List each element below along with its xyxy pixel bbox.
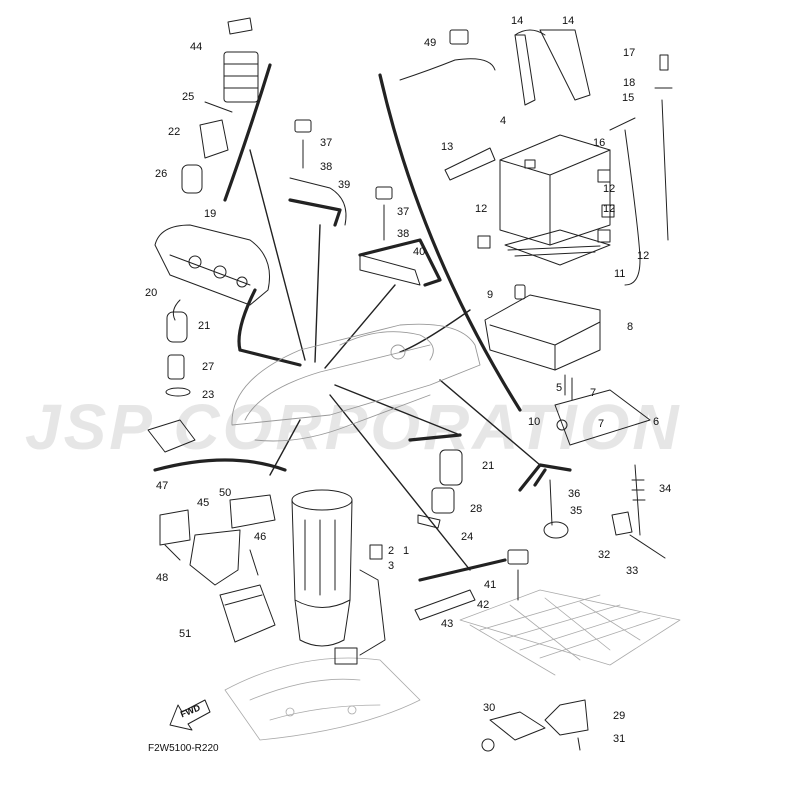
callout-42: 42: [477, 599, 489, 611]
fuel-pump: [291, 489, 386, 665]
callout-44: 44: [190, 41, 202, 53]
callout-20: 20: [145, 287, 157, 299]
callout-39: 39: [338, 179, 350, 191]
callout-4: 4: [500, 115, 506, 127]
callout-2: 2: [388, 545, 394, 557]
callout-12c: 12: [603, 203, 615, 215]
callout-40: 40: [413, 246, 425, 258]
callout-22: 22: [168, 126, 180, 138]
callout-14a: 14: [511, 15, 523, 27]
callout-29: 29: [613, 710, 625, 722]
callout-7a: 7: [590, 387, 596, 399]
callout-labels: 1 2 3 4 5 6 7 7 8 9 10 11 12 12 12 12 13…: [145, 15, 671, 745]
callout-23: 23: [202, 389, 214, 401]
callout-43: 43: [441, 618, 453, 630]
battery-box: [484, 284, 651, 446]
callout-30: 30: [483, 702, 495, 714]
callout-38a: 38: [320, 161, 332, 173]
filter-center: [417, 449, 463, 529]
callout-34: 34: [659, 483, 671, 495]
callout-27: 27: [202, 361, 214, 373]
callout-15: 15: [622, 92, 634, 104]
callout-9: 9: [487, 289, 493, 301]
callout-50: 50: [219, 487, 231, 499]
hull-bottom-grid: [459, 589, 681, 676]
callout-36: 36: [568, 488, 580, 500]
callout-37b: 37: [397, 206, 409, 218]
callout-21a: 21: [198, 320, 210, 332]
callout-48: 48: [156, 572, 168, 584]
lower-right-parts: [481, 699, 589, 752]
callout-18: 18: [623, 77, 635, 89]
callout-49: 49: [424, 37, 436, 49]
callout-12d: 12: [637, 250, 649, 262]
callout-21b: 21: [482, 460, 494, 472]
watermark: JSP CORPORATION: [25, 391, 682, 463]
callout-25: 25: [182, 91, 194, 103]
callout-13: 13: [441, 141, 453, 153]
center-strap-parts: [414, 549, 529, 621]
reference-code: F2W5100-R220: [148, 743, 219, 754]
group-separators: [153, 63, 572, 582]
right-clips: [543, 464, 666, 559]
battery-strap-parts: [399, 29, 591, 106]
callout-19: 19: [204, 208, 216, 220]
callout-47: 47: [156, 480, 168, 492]
callout-11: 11: [614, 268, 625, 280]
callout-33: 33: [626, 565, 638, 577]
left-bracket-parts: [159, 494, 276, 643]
callout-12a: 12: [475, 203, 487, 215]
battery-assembly: [444, 134, 615, 266]
callout-3: 3: [388, 560, 394, 572]
watercraft-hull: [231, 323, 481, 442]
callout-1: 1: [403, 545, 409, 557]
relay-parts: [181, 17, 259, 194]
callout-35: 35: [570, 505, 582, 517]
callout-16: 16: [593, 137, 605, 149]
callout-31: 31: [613, 733, 625, 745]
callout-12b: 12: [603, 183, 615, 195]
callout-17: 17: [623, 47, 635, 59]
fwd-arrow: [169, 699, 211, 731]
small-bracket-parts: [289, 119, 421, 286]
leader-lines: [249, 149, 541, 571]
callout-37a: 37: [320, 137, 332, 149]
callout-5: 5: [556, 382, 562, 394]
callout-6: 6: [653, 416, 659, 428]
deck-floor: [224, 657, 421, 741]
callout-7b: 7: [598, 418, 604, 430]
callout-46: 46: [254, 531, 266, 543]
callout-26: 26: [155, 168, 167, 180]
callout-41: 41: [484, 579, 496, 591]
vent-tube: [609, 54, 673, 286]
callout-38b: 38: [397, 228, 409, 240]
callout-14b: 14: [562, 15, 574, 27]
callout-32: 32: [598, 549, 610, 561]
callout-24: 24: [461, 531, 473, 543]
callout-8: 8: [627, 321, 633, 333]
callout-10: 10: [528, 416, 540, 428]
meter-cluster: [147, 224, 270, 453]
callout-28: 28: [470, 503, 482, 515]
callout-51: 51: [179, 628, 191, 640]
callout-45: 45: [197, 497, 209, 509]
